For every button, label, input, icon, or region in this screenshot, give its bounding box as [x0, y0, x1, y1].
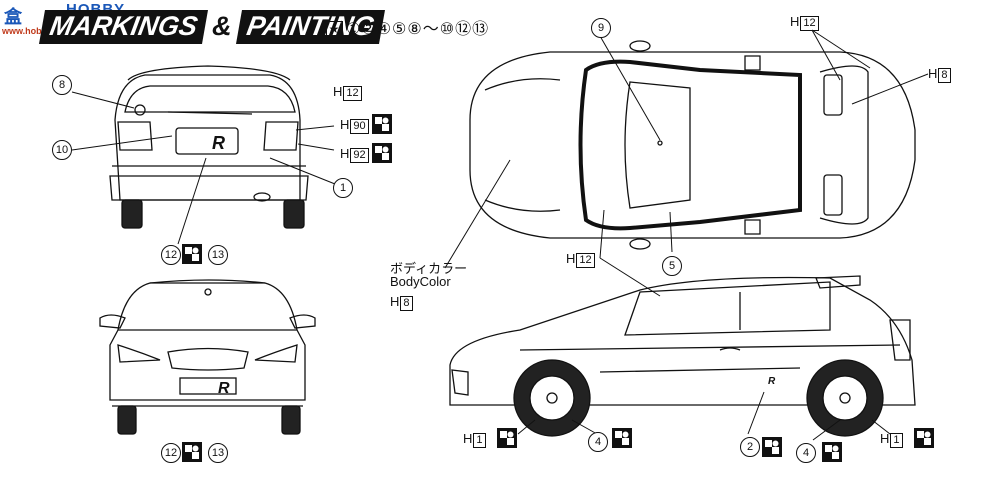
- callout-12-front: 12: [161, 443, 181, 463]
- callout-13-rear: 13: [208, 245, 228, 265]
- page-title: MARKINGS&PAINTING: [39, 10, 385, 44]
- title-amp: &: [212, 11, 232, 41]
- leader-lines: [71, 29, 929, 441]
- callout-12-rear: 12: [161, 245, 181, 265]
- front-view-drawing: [99, 279, 316, 435]
- decal-swatch-icon: [182, 442, 202, 462]
- star-icon: ★: [326, 21, 343, 39]
- decal-swatch-icon: [372, 143, 392, 163]
- callout-9: 9: [591, 18, 611, 38]
- decal-swatch-icon: [372, 114, 392, 134]
- rear-view-drawing: [109, 65, 309, 229]
- decal-swatch-icon: [762, 437, 782, 457]
- decal-swatch-icon: [612, 428, 632, 448]
- callout-8: 8: [52, 75, 72, 95]
- step-numbers-text: ①②④⑤⑧～⑩⑫⑬: [346, 21, 490, 38]
- callout-4-front: 4: [588, 432, 608, 452]
- decal-swatch-icon: [914, 428, 934, 448]
- step-numbers: ★①②④⑤⑧～⑩⑫⑬: [326, 15, 489, 39]
- callout-1: 1: [333, 178, 353, 198]
- decal-swatch-icon: [497, 428, 517, 448]
- callout-4-rear: 4: [796, 443, 816, 463]
- callout-13-front: 13: [208, 443, 228, 463]
- body-color-en: BodyColor: [390, 274, 451, 289]
- front-badge-text: R: [218, 380, 230, 397]
- rear-badge-text: R: [212, 133, 225, 153]
- body-color-jp: ボディカラー: [390, 261, 468, 276]
- callout-10: 10: [52, 140, 72, 160]
- side-view-drawing: [449, 275, 916, 437]
- decal-swatch-icon: [822, 442, 842, 462]
- callout-2: 2: [740, 437, 760, 457]
- watermark-cn: 盒: [4, 7, 22, 27]
- side-badge-text: R: [768, 376, 776, 387]
- decal-swatch-icon: [182, 244, 202, 264]
- callout-5: 5: [662, 256, 682, 276]
- top-view-drawing: [469, 40, 916, 250]
